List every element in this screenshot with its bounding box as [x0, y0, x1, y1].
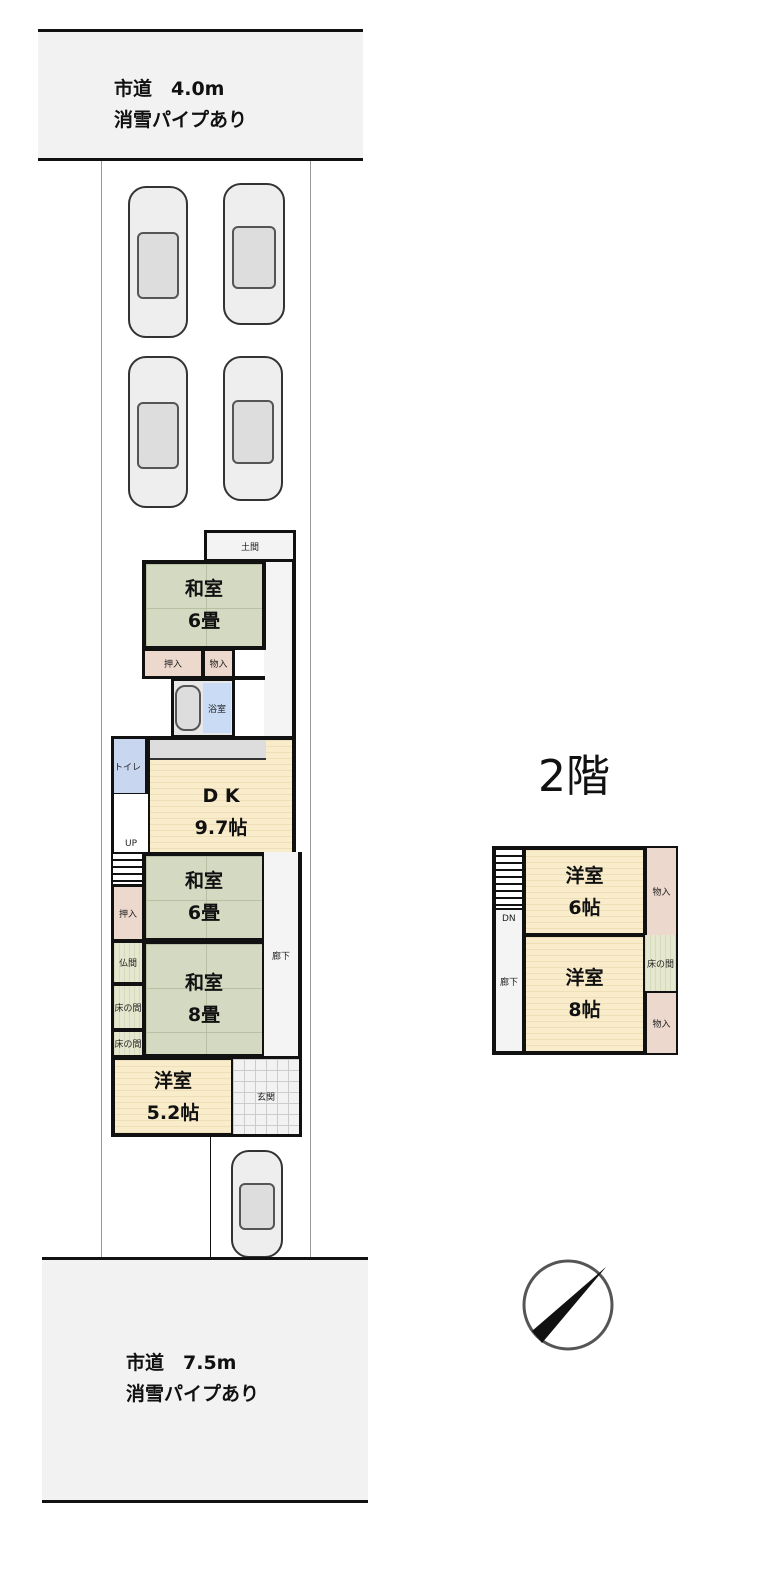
oshiire-upper: 押入 — [142, 648, 204, 679]
floor2-title: 2階 — [538, 751, 610, 802]
bottom-road-name: 市道 7.5m — [126, 1352, 237, 1374]
top-road-name: 市道 4.0m — [114, 78, 225, 100]
genkan: 玄関 — [233, 1056, 302, 1137]
doma: 土間 — [204, 530, 296, 562]
car-icon — [223, 356, 283, 501]
stairs-2f — [494, 848, 524, 910]
tokonoma-1: 床の間 — [111, 983, 145, 1031]
butsuma: 仏間 — [111, 940, 145, 985]
monoire-upper: 物入 — [202, 648, 235, 679]
tokonoma-2f: 床の間 — [645, 935, 676, 993]
car-icon — [223, 183, 285, 325]
hallway-upper — [264, 558, 296, 740]
compass-icon — [522, 1259, 614, 1351]
driveway-line — [210, 1135, 211, 1258]
bottom-road: 市道 7.5m 消雪パイプあり — [42, 1257, 368, 1503]
hallway: 廊下 — [264, 852, 302, 1058]
up-area: UP — [111, 794, 148, 854]
stairs — [111, 852, 145, 886]
monoire-2f-lower: 物入 — [645, 993, 676, 1053]
kitchen-counter — [150, 740, 266, 760]
oshiire-lower: 押入 — [111, 884, 145, 942]
car-icon — [128, 186, 188, 338]
wall — [235, 676, 265, 680]
car-icon — [231, 1150, 283, 1258]
bathtub-icon — [175, 685, 201, 731]
tokonoma-2: 床の間 — [111, 1029, 145, 1058]
hallway-2f-label: 廊下 — [500, 978, 519, 988]
lot-line-left — [101, 161, 102, 1258]
bathroom: 浴室 — [171, 678, 235, 738]
toilet: トイレ — [111, 736, 148, 796]
top-road: 市道 4.0m 消雪パイプあり — [38, 29, 363, 161]
top-road-note: 消雪パイプあり — [114, 109, 248, 131]
lot-line-right — [310, 161, 311, 1258]
dn-label: DN — [502, 914, 516, 924]
monoire-2f-upper: 物入 — [645, 848, 676, 935]
bottom-road-note: 消雪パイプあり — [126, 1383, 260, 1405]
car-icon — [128, 356, 188, 508]
